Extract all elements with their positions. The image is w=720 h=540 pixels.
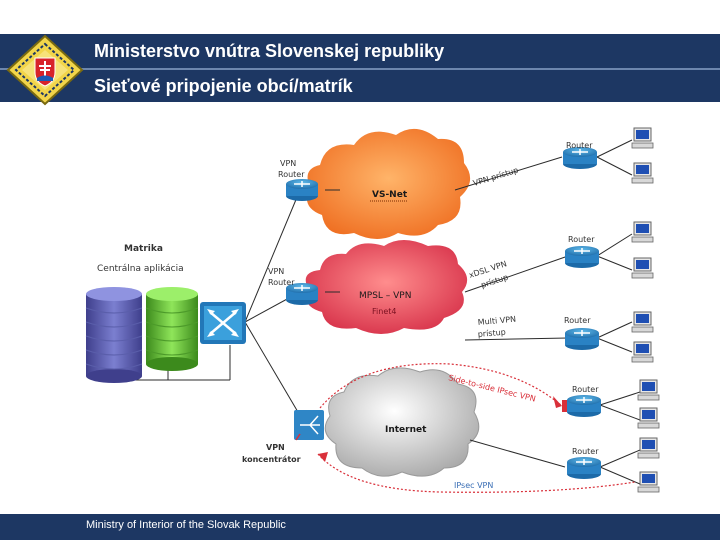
router-2-icon [565,246,599,268]
header-bar [0,34,720,102]
finet-cloud-label: Finet4 [372,307,396,316]
central-router-icon [200,302,246,344]
matrika-subtitle: Centrálna aplikácia [97,264,184,274]
multi-vpn-label: Multi VPN [477,315,516,327]
vpn-concentrator-sublabel: koncentrátor [242,455,301,464]
vpn-router-1-label: VPN [280,159,296,168]
ipsec-arrow-left [318,452,328,462]
vpn-router-2-icon [286,283,318,305]
computer-icon [637,471,660,493]
header-divider [0,68,720,70]
vpn-router-2-sublabel: Router [268,278,295,287]
database-blue [85,287,143,383]
database-green [145,287,199,371]
internet-cloud-label: Internet [385,425,427,435]
network-diagram: VS-Net MPSL – VPN Finet4 Internet [85,127,660,493]
computer-icon [637,407,660,429]
vpn-concentrator-label: VPN [266,443,285,452]
router-4-label: Router [572,385,599,394]
router-3-label: Router [564,316,591,325]
router-5-icon [567,457,601,479]
router-5-label: Router [572,447,599,456]
router-3-icon [565,328,599,350]
computer-icon [631,127,654,149]
computer-icon [631,311,654,333]
ipsec-vpn-label: IPsec VPN [454,481,493,490]
computer-icons [631,127,660,493]
ministry-title: Ministerstvo vnútra Slovenskej republiky [94,41,445,61]
computer-icon [631,341,654,363]
vpn-concentrator-icon [294,410,324,441]
computer-icon [637,379,660,401]
computer-icon [631,162,654,184]
vpn-pristup-label: VPN prístup [472,166,519,188]
footer-bar [0,514,720,540]
coat-of-arms-logo [6,34,84,106]
vsnet-cloud-label: VS-Net [372,190,408,200]
matrika-title: Matrika [124,244,163,254]
computer-icon [637,437,660,459]
computer-icon [631,221,654,243]
router-2-label: Router [568,235,595,244]
computer-icon [631,257,654,279]
router-1-label: Router [566,141,593,150]
ipsec-arrow-right [553,396,562,408]
vsnet-cloud [306,128,471,239]
footer-text: Ministry of Interior of the Slovak Repub… [86,519,286,531]
mpsl-cloud-label: MPSL – VPN [359,291,411,301]
router-1-icon [563,147,597,169]
internet-cloud [324,367,480,477]
mpsl-cloud [305,240,468,334]
access-links [325,139,641,485]
vpn-router-2-label: VPN [268,267,284,276]
multi-vpn-sublabel: prístup [477,328,506,339]
vpn-router-1-sublabel: Router [278,170,305,179]
page-subtitle: Sieťové pripojenie obcí/matrík [94,76,353,96]
ipsec-links [317,363,636,493]
vpn-router-1-icon [286,179,318,201]
router-4-icon [562,395,601,417]
